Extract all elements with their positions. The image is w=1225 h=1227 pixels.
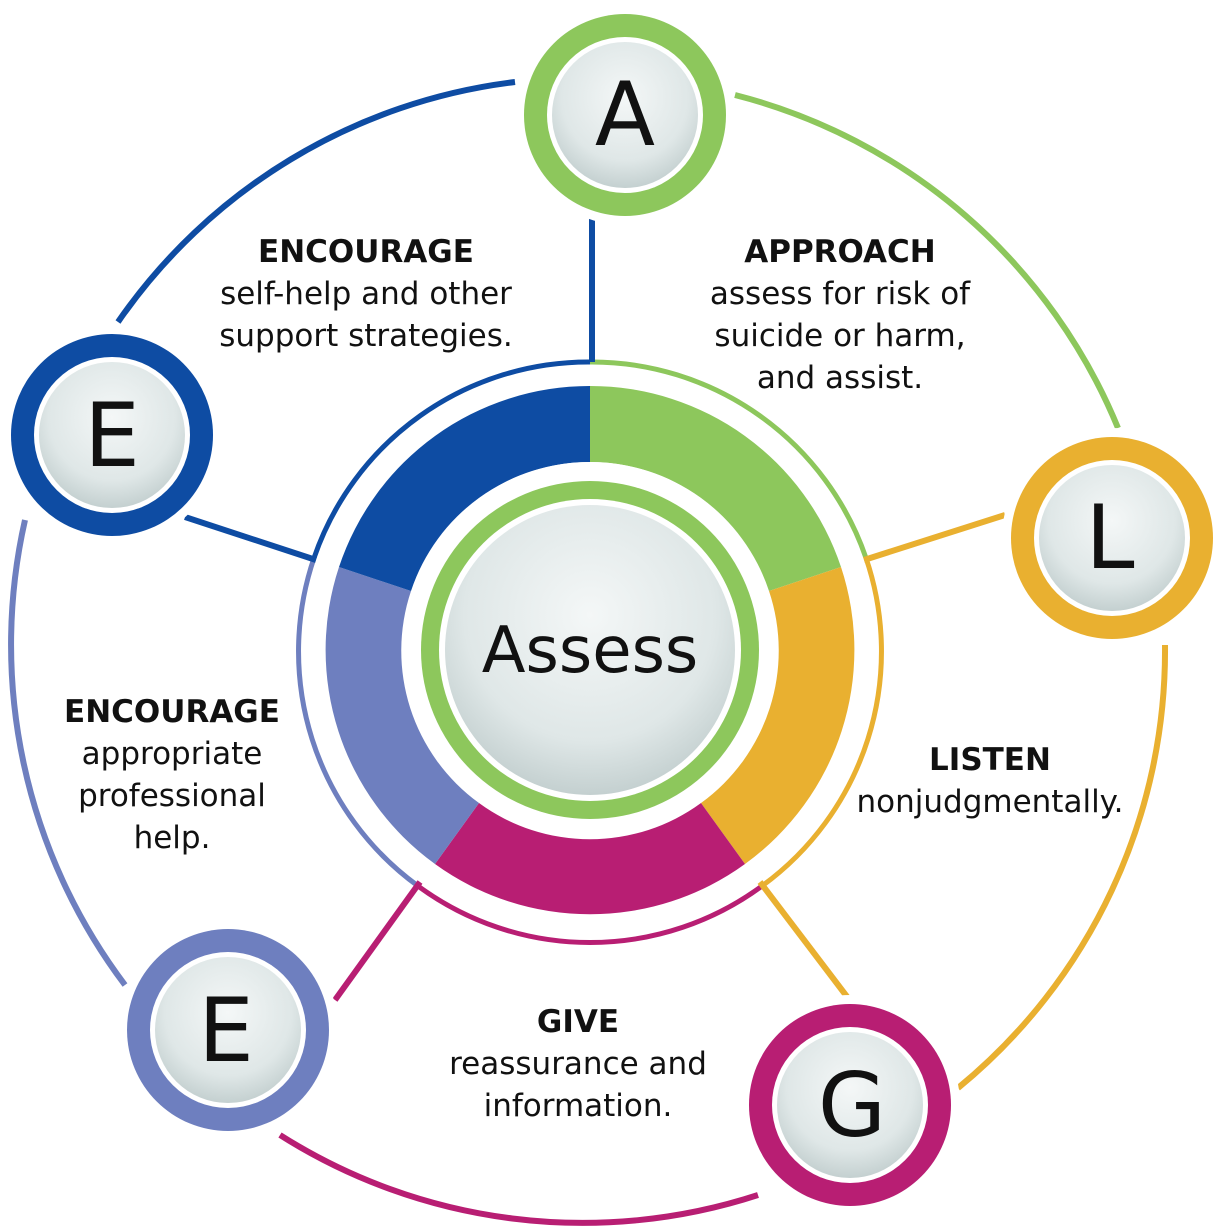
label-encourage-self-help-heading: ENCOURAGE bbox=[258, 234, 474, 270]
donut-segment-give bbox=[435, 803, 745, 915]
node-listen: L bbox=[1002, 428, 1222, 648]
node-approach: A bbox=[515, 5, 735, 225]
label-encourage-professional-line: professional bbox=[78, 778, 266, 814]
label-listen-line: nonjudgmentally. bbox=[857, 784, 1124, 820]
outer-ring bbox=[8, 79, 1169, 1226]
outer-arc-approach bbox=[734, 92, 1121, 430]
label-encourage-self-help-line: self-help and other bbox=[220, 276, 512, 312]
label-listen-heading: LISTEN bbox=[929, 742, 1051, 778]
node-encourage-self-help: E bbox=[2, 325, 222, 545]
node-letter-give: G bbox=[818, 1054, 886, 1157]
label-approach-line: assess for risk of bbox=[710, 276, 971, 312]
label-approach-line: suicide or harm, bbox=[714, 318, 965, 354]
label-approach: APPROACH assess for risk of suicide or h… bbox=[710, 234, 971, 396]
label-encourage-professional-heading: ENCOURAGE bbox=[64, 694, 280, 730]
label-give-line: information. bbox=[484, 1088, 673, 1124]
outer-arc-encourage-self-help bbox=[115, 79, 516, 324]
label-approach-line: and assist. bbox=[757, 360, 923, 396]
thin-arc-give bbox=[416, 883, 764, 946]
center-donut bbox=[325, 385, 855, 915]
label-give-heading: GIVE bbox=[537, 1004, 619, 1040]
center-disc: Assess bbox=[402, 462, 778, 838]
label-encourage-professional: ENCOURAGE appropriate professional help. bbox=[64, 694, 280, 856]
label-approach-heading: APPROACH bbox=[744, 234, 936, 270]
label-listen: LISTEN nonjudgmentally. bbox=[857, 742, 1124, 820]
outer-arc-encourage-professional bbox=[8, 519, 128, 987]
node-letter-listen: L bbox=[1085, 486, 1134, 589]
node-encourage-professional: E bbox=[118, 920, 338, 1140]
node-letter-approach: A bbox=[595, 63, 655, 166]
node-give: G bbox=[740, 995, 960, 1215]
outer-arc-listen bbox=[956, 644, 1169, 1091]
inner-thin-ring bbox=[296, 359, 884, 946]
node-letter-encourage-professional: E bbox=[198, 979, 254, 1082]
label-encourage-self-help-line: support strategies. bbox=[219, 318, 513, 354]
label-give-line: reassurance and bbox=[449, 1046, 707, 1082]
outer-arc-give bbox=[278, 1132, 759, 1226]
label-encourage-professional-line: help. bbox=[134, 820, 211, 856]
donut-segment-listen bbox=[701, 567, 855, 864]
donut-segment-encourage-professional bbox=[325, 567, 479, 864]
label-give: GIVE reassurance and information. bbox=[449, 1004, 707, 1124]
thin-arc-approach bbox=[589, 359, 869, 559]
label-encourage-professional-line: appropriate bbox=[82, 736, 263, 772]
spoke-give bbox=[757, 880, 851, 1000]
node-letter-encourage-self-help: E bbox=[84, 384, 140, 487]
thin-arc-encourage-professional bbox=[296, 557, 420, 889]
donut-segment-approach bbox=[590, 385, 841, 591]
spokes bbox=[184, 215, 1006, 1002]
spoke-encourage-self-help bbox=[184, 514, 317, 563]
center-label: Assess bbox=[482, 614, 699, 688]
spoke-encourage-professional bbox=[332, 880, 423, 1002]
label-encourage-self-help: ENCOURAGE self-help and other support st… bbox=[219, 234, 513, 354]
thin-arc-listen bbox=[760, 557, 884, 889]
spoke-listen bbox=[863, 512, 1006, 563]
donut-segment-encourage-self-help bbox=[339, 385, 590, 591]
thin-arc-encourage-self-help bbox=[311, 359, 591, 559]
